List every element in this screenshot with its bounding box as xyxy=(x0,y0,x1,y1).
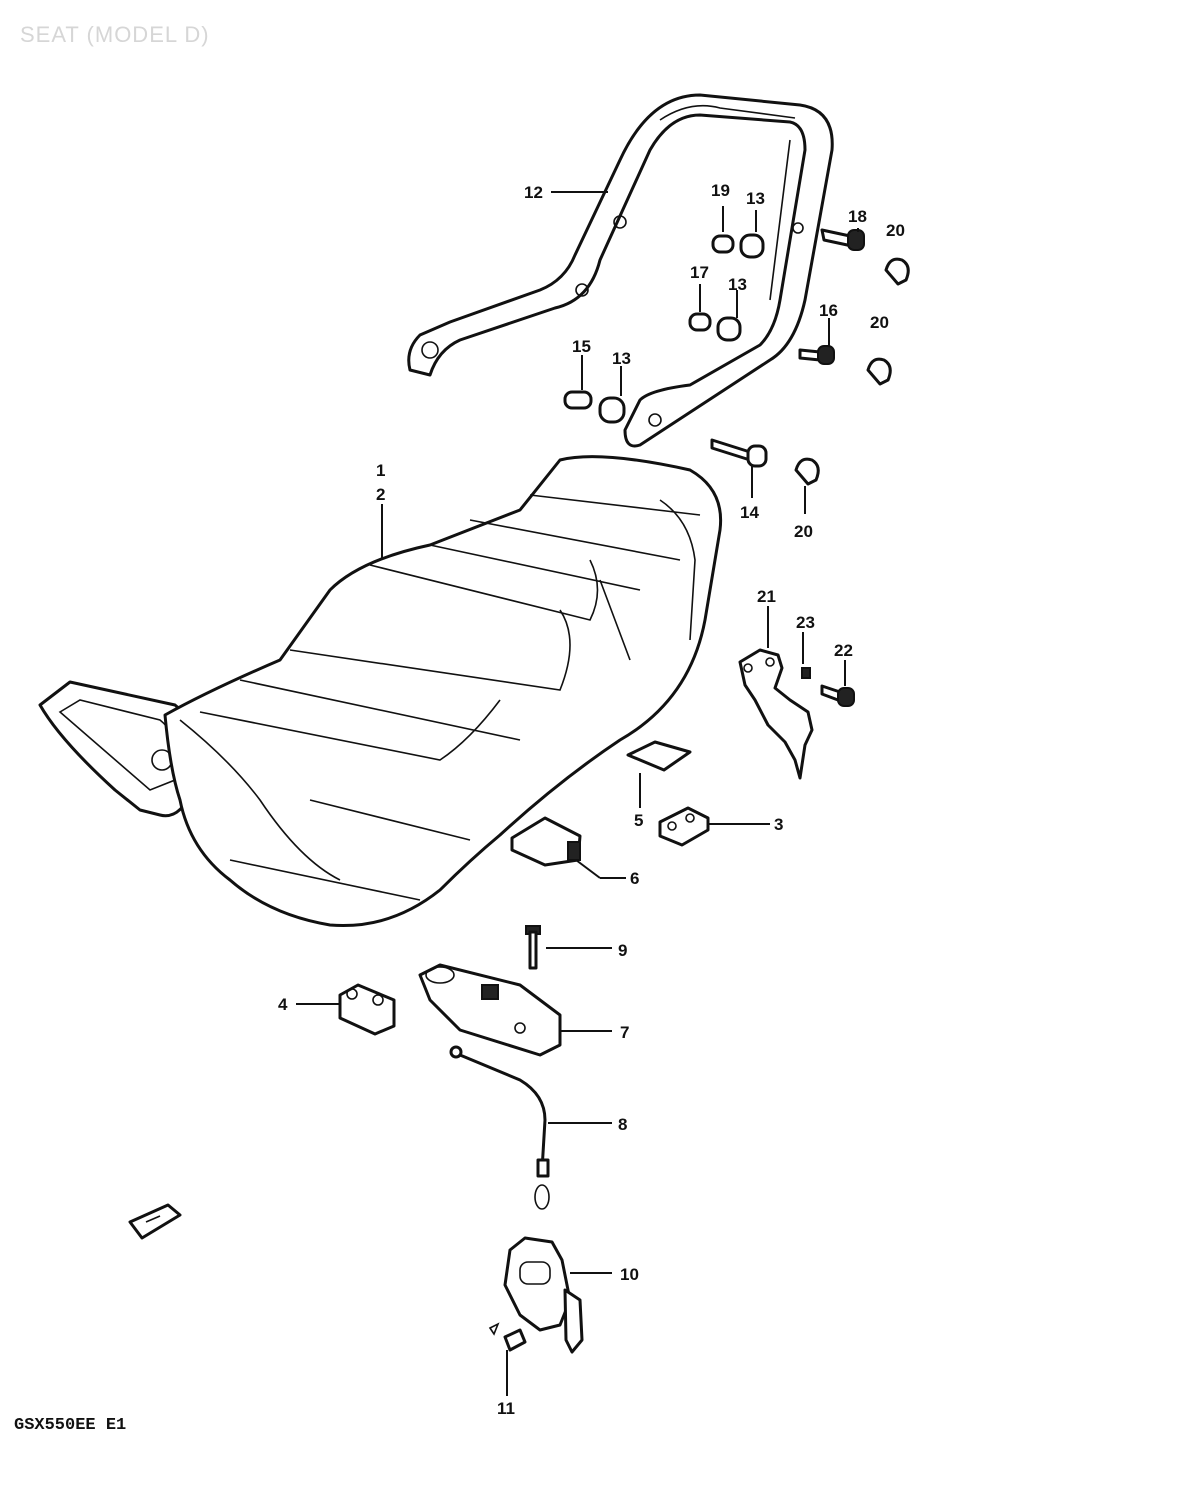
callout-14: 14 xyxy=(740,503,759,522)
seat-stopper-6 xyxy=(510,816,582,867)
callout-7: 7 xyxy=(620,1023,629,1042)
seat-assembly xyxy=(38,455,723,928)
seat-lock-10 xyxy=(503,1236,584,1354)
helmet-holder-21 xyxy=(738,648,814,780)
callout-13a: 13 xyxy=(746,189,765,208)
callout-12: 12 xyxy=(524,183,543,202)
callout-3: 3 xyxy=(774,815,783,834)
callout-20c: 20 xyxy=(794,522,813,541)
bolts xyxy=(710,228,865,468)
screw-22 xyxy=(820,684,855,707)
callout-10: 10 xyxy=(620,1265,639,1284)
screw-9 xyxy=(525,925,541,970)
callout-18: 18 xyxy=(848,207,867,226)
seat-lock-cable-8 xyxy=(449,1045,550,1210)
small-part-23 xyxy=(801,667,811,679)
callout-21: 21 xyxy=(757,587,776,606)
seat-cushion-5 xyxy=(626,740,692,772)
callout-13c: 13 xyxy=(612,349,631,368)
callout-5: 5 xyxy=(634,811,643,830)
grab-rail xyxy=(407,93,834,448)
caps xyxy=(794,257,910,486)
callout-19: 19 xyxy=(711,181,730,200)
callout-6: 6 xyxy=(630,869,639,888)
callout-16: 16 xyxy=(819,301,838,320)
diagram-title: SEAT (MODEL D) xyxy=(20,22,210,47)
callout-11: 11 xyxy=(497,1399,515,1418)
callout-20a: 20 xyxy=(886,221,905,240)
bolt-11 xyxy=(488,1322,527,1352)
callout-2: 2 xyxy=(376,485,385,504)
leader-lines xyxy=(296,191,859,1396)
callout-15: 15 xyxy=(572,337,591,356)
callout-4: 4 xyxy=(278,995,288,1014)
callout-22: 22 xyxy=(834,641,853,660)
callout-20b: 20 xyxy=(870,313,889,332)
hardware-collars xyxy=(563,233,765,424)
callout-23: 23 xyxy=(796,613,815,632)
callout-9: 9 xyxy=(618,941,627,960)
front-arrow-icon xyxy=(128,1203,182,1240)
model-code: GSX550EE E1 xyxy=(14,1416,127,1435)
callout-labels: 1 2 3 4 5 6 7 8 9 10 11 12 13 13 13 14 1… xyxy=(278,181,905,1418)
seat-damper-4 xyxy=(338,983,396,1036)
callout-13b: 13 xyxy=(728,275,747,294)
callout-8: 8 xyxy=(618,1115,627,1134)
callout-17: 17 xyxy=(690,263,709,282)
seat-lock-hook-7 xyxy=(418,963,562,1057)
callout-1: 1 xyxy=(376,461,385,480)
seat-damper-3 xyxy=(658,806,710,847)
